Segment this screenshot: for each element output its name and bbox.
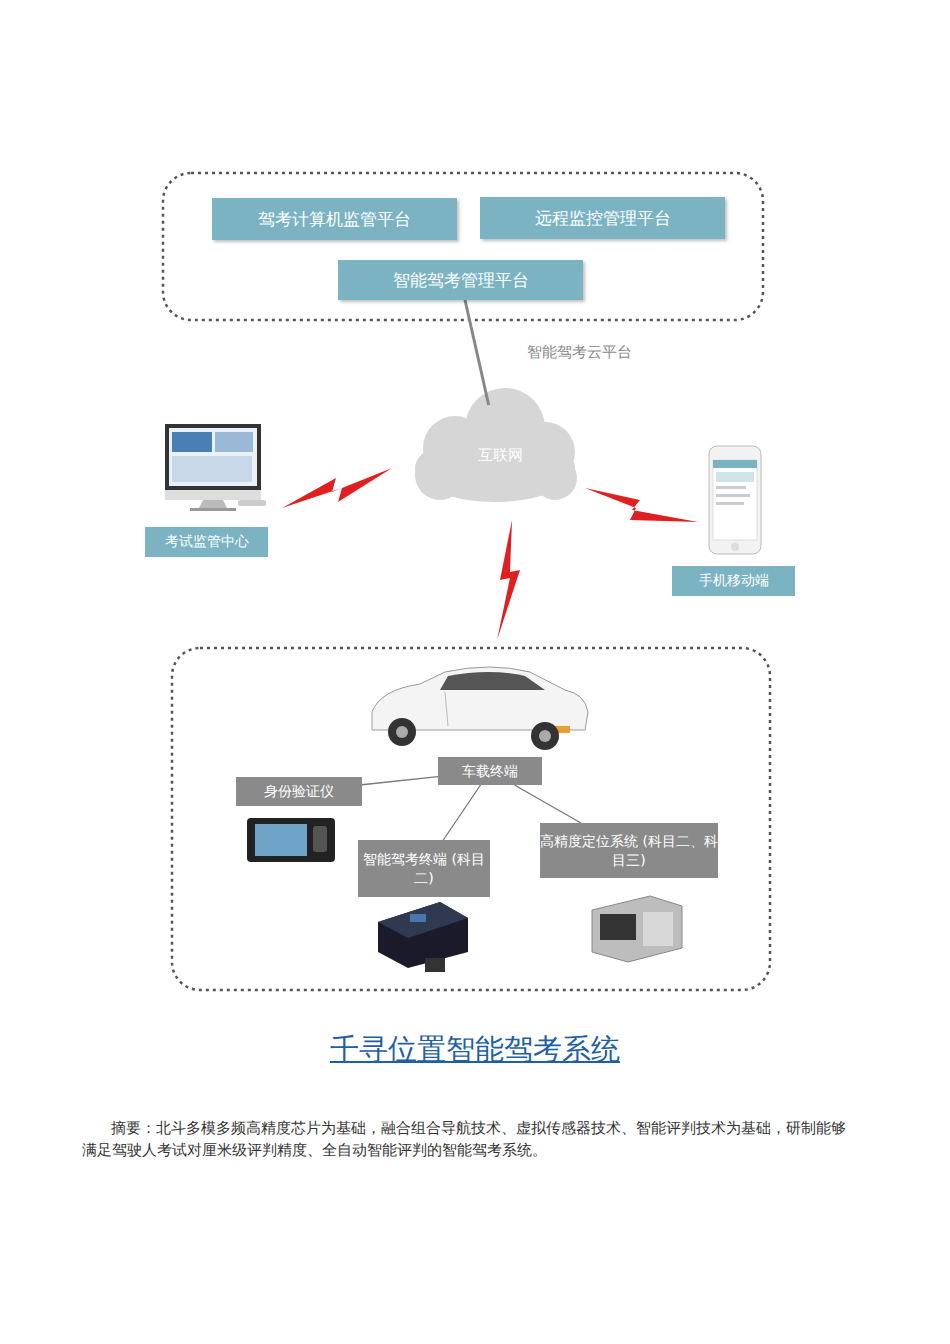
lightning-symbol	[585, 488, 698, 522]
node-text: 互联网	[478, 446, 523, 465]
device-label: 身份验证仪	[236, 777, 362, 806]
positioning-device-icon	[592, 896, 682, 962]
terminal-label: 手机移动端	[672, 566, 795, 596]
platform-box: 驾考计算机监管平台	[212, 198, 457, 240]
node-text: 考试监管中心	[165, 533, 249, 551]
cloud-shape	[415, 388, 577, 502]
edge-label: 智能驾考云平台	[527, 343, 632, 362]
lightning-symbol	[497, 520, 520, 640]
group-outline	[163, 173, 763, 320]
node-text: 高精度定位系统 (科目二、科目三)	[540, 832, 718, 870]
node-text: 远程监控管理平台	[535, 207, 671, 230]
node-text: 身份验证仪	[264, 782, 334, 801]
node-text: 智能驾考管理平台	[393, 269, 529, 292]
device-label: 高精度定位系统 (科目二、科目三)	[540, 823, 718, 878]
computer-icon	[165, 424, 266, 511]
node-text: 驾考计算机监管平台	[258, 208, 411, 231]
node-text: 车载终端	[462, 762, 518, 781]
diagram-title: 千寻位置智能驾考系统	[0, 1030, 950, 1070]
connector-line	[443, 785, 480, 840]
device-label: 智能驾考终端 (科目二)	[358, 840, 490, 897]
platform-box: 远程监控管理平台	[480, 197, 725, 239]
car-illustration	[372, 667, 588, 750]
lightning-symbol	[282, 468, 392, 508]
group-outline	[172, 648, 770, 990]
node-text: 手机移动端	[699, 572, 769, 590]
phone-icon	[709, 446, 761, 554]
connector-line	[362, 777, 438, 785]
platform-box: 智能驾考管理平台	[338, 260, 583, 300]
connector-line	[465, 300, 489, 405]
cloud-node: 互联网	[420, 405, 580, 505]
terminal-device-icon	[378, 902, 468, 972]
terminal-label: 考试监管中心	[145, 527, 268, 557]
title-text: 千寻位置智能驾考系统	[330, 1032, 620, 1066]
device-label: 车载终端	[438, 757, 542, 785]
abstract-text: 摘要：北斗多模多频高精度芯片为基础，融合组合导航技术、虚拟传感器技术、智能评判技…	[82, 1117, 852, 1161]
id-device-icon	[247, 818, 335, 862]
connector-line	[514, 785, 580, 823]
node-text: 智能驾考终端 (科目二)	[358, 850, 490, 888]
